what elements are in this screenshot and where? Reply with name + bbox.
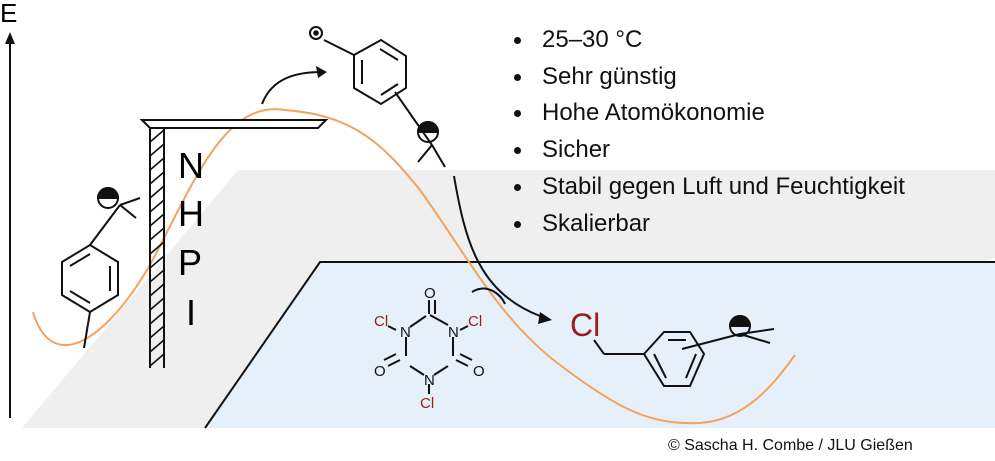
- advantage-item: Sehr günstig: [510, 59, 905, 96]
- curved-arrow-to-radical: [261, 71, 323, 105]
- advantage-item: Skalierbar: [510, 206, 905, 243]
- copyright-credit: © Sascha H. Combe / JLU Gießen: [668, 437, 913, 454]
- advantage-item: Sicher: [510, 132, 905, 169]
- starting-material-molecule: [61, 187, 141, 349]
- product-molecule: [593, 315, 775, 387]
- radical-molecule: [309, 26, 446, 168]
- tcca-nitrogen-left: N: [400, 324, 411, 341]
- tcca-oxygen-left: O: [374, 363, 386, 380]
- tcca-nitrogen-bottom: N: [424, 372, 435, 389]
- advantage-item: Stabil gegen Luft und Feuchtigkeit: [510, 169, 905, 206]
- product-chlorine-label: Cl: [570, 307, 600, 343]
- curved-arrow-to-radical-head: [316, 66, 327, 78]
- diving-board: [139, 119, 329, 368]
- reaction-path-arrow: [453, 175, 541, 317]
- background-panel-blue: [205, 262, 995, 428]
- tcca-chlorine-bottom: Cl: [420, 395, 434, 412]
- tcca-nitrogen-right: N: [448, 324, 459, 341]
- catalyst-letter-p: P: [178, 242, 202, 283]
- energy-axis-label: E: [0, 0, 17, 28]
- tcca-chlorine-left: Cl: [374, 313, 388, 330]
- blue-panel-edge: [204, 261, 995, 429]
- tcca-chlorine-right: Cl: [468, 313, 482, 330]
- advantage-item: Hohe Atomökonomie: [510, 95, 905, 132]
- catalyst-letter-n: N: [178, 145, 204, 186]
- tcca-molecule: [383, 300, 473, 394]
- advantage-item: 25–30 °C: [510, 22, 905, 59]
- tcca-oxygen-top: O: [424, 285, 436, 302]
- tcca-oxygen-right: O: [473, 363, 485, 380]
- advantages-list: 25–30 °C Sehr günstig Hohe Atomökonomie …: [510, 22, 905, 242]
- catalyst-letter-i: I: [186, 292, 196, 333]
- trichloroisocyanuric-arrow: [471, 287, 506, 305]
- catalyst-letter-h: H: [178, 193, 204, 234]
- energy-axis-arrowhead: [5, 32, 15, 44]
- reaction-path-arrowhead: [538, 312, 552, 324]
